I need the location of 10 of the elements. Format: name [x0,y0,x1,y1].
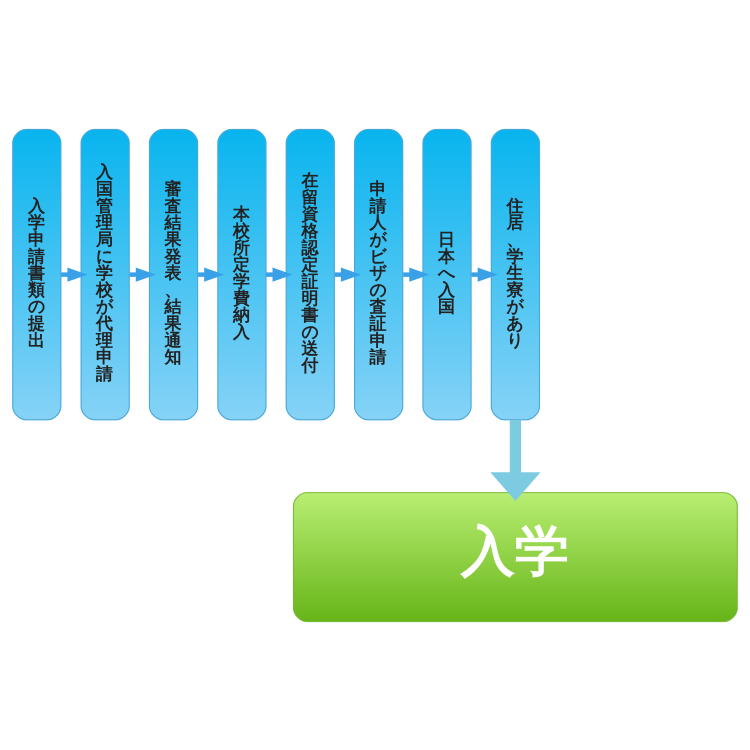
node-box: 入国管理局に学校が代理申請 [80,128,130,420]
arrow [490,419,540,500]
node-box: 日本へ入国 [422,128,472,420]
node-box: 在留資格認定証明書の送付 [286,128,335,420]
node-box: 審査結果発表、結果通知 [148,128,198,420]
node-box: 入学 [292,492,738,622]
node-box: 入学申請書類の提出 [12,128,62,420]
node-box: 本校所定学費納入 [217,128,267,420]
node-box: 申請人がビザの査証申請 [354,128,404,420]
node-box: 住居、学生寮があり [490,128,540,420]
